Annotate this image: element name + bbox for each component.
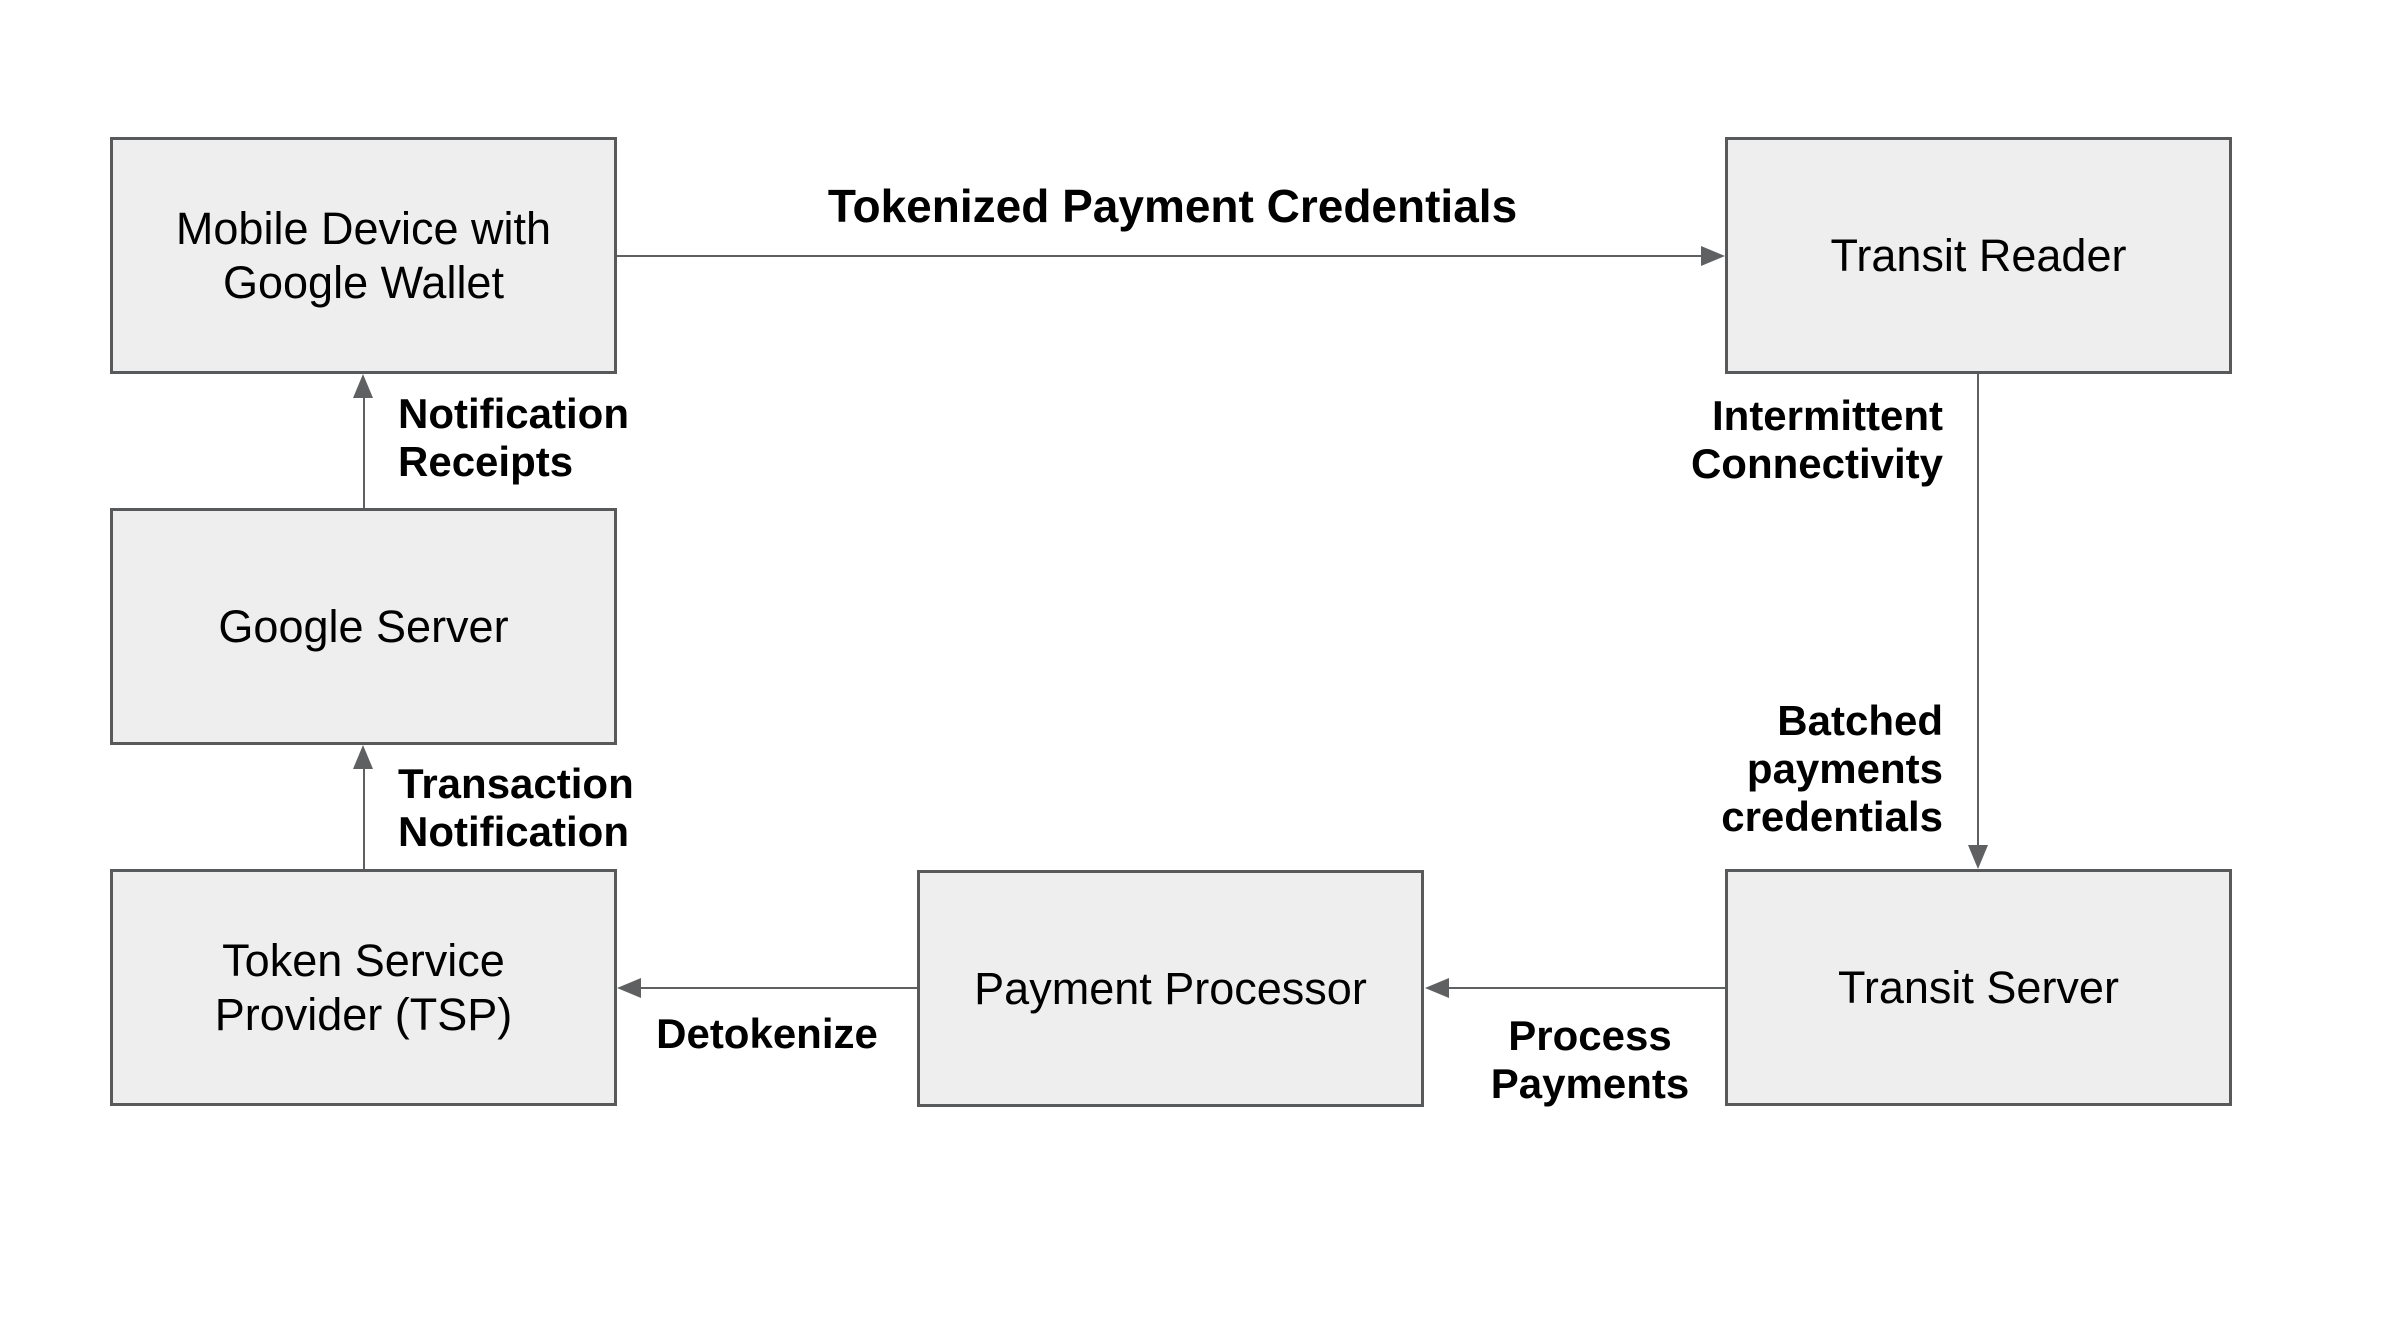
arrowhead-up-icon — [353, 374, 373, 398]
edge-label-tokenized-payment-credentials: Tokenized Payment Credentials — [827, 180, 1518, 232]
arrowhead-up-icon — [353, 745, 373, 769]
arrow-line — [1977, 374, 1979, 845]
edge-label-intermittent-connectivity: Intermittent Connectivity — [1690, 392, 1943, 487]
node-payment-processor: Payment Processor — [917, 870, 1424, 1107]
node-mobile-device-google-wallet: Mobile Device with Google Wallet — [110, 137, 617, 374]
edge-label-notification-receipts: Notification Receipts — [398, 390, 629, 485]
edge-label-transaction-notification: Transaction Notification — [398, 760, 634, 855]
arrow-line — [363, 398, 365, 508]
arrowhead-down-icon — [1968, 845, 1988, 869]
node-google-server: Google Server — [110, 508, 617, 745]
arrow-line — [641, 987, 917, 989]
edge-label-detokenize: Detokenize — [656, 1010, 878, 1057]
node-transit-reader: Transit Reader — [1725, 137, 2232, 374]
node-transit-server: Transit Server — [1725, 869, 2232, 1106]
arrow-line — [1449, 987, 1725, 989]
arrow-line — [363, 769, 365, 869]
arrowhead-left-icon — [1425, 978, 1449, 998]
arrowhead-left-icon — [617, 978, 641, 998]
arrow-line — [617, 255, 1701, 257]
node-token-service-provider: Token Service Provider (TSP) — [110, 869, 617, 1106]
edge-label-batched-payments-credentials: Batched payments credentials — [1721, 697, 1943, 840]
edge-label-process-payments: Process Payments — [1490, 1012, 1690, 1107]
arrowhead-right-icon — [1701, 246, 1725, 266]
